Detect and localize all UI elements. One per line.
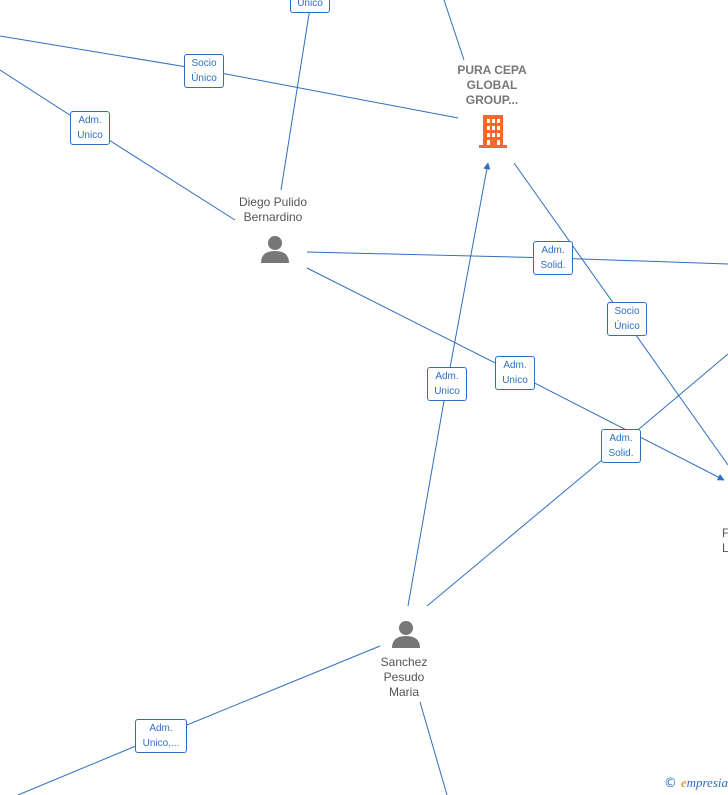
brand-initial: e <box>680 775 687 790</box>
company-node-label[interactable]: PURA CEPA GLOBAL GROUP... <box>457 63 527 107</box>
edge-top-unico <box>280 7 311 191</box>
edge-label-adm-solid-1: Adm. Solid. <box>533 241 573 275</box>
building-icon <box>479 115 507 148</box>
edge-label-adm-unico-3: Adm. Unico <box>427 367 467 401</box>
empresia-watermark: ©empresia <box>664 775 728 791</box>
edge-sanchez-bottom <box>419 701 448 795</box>
person-icon-diego <box>261 236 289 263</box>
edge-label-top-unico: Unico <box>290 0 330 13</box>
copyright-symbol: © <box>663 776 677 791</box>
edge-adm-unico-4 <box>17 645 381 795</box>
edge-label-socio-unico-2: Socio Único <box>607 302 647 336</box>
edge-top-company <box>443 0 465 61</box>
brand-name: mpresia <box>686 775 728 790</box>
edge-adm-solid-1 <box>306 251 728 265</box>
edge-label-socio-unico-1: Socio Único <box>184 54 224 88</box>
edge-adm-unico-1 <box>0 69 236 221</box>
edge-label-adm-solid-2: Adm. Solid. <box>601 429 641 463</box>
edge-label-adm-unico-1: Adm. Unico <box>70 111 110 145</box>
sanchez-node-label[interactable]: Sanchez Pesudo Maria <box>380 655 428 699</box>
partial-node-label[interactable]: F L <box>722 526 728 555</box>
edge-label-adm-unico-4: Adm. Unico,... <box>135 719 187 753</box>
edge-adm-solid-2 <box>426 353 728 607</box>
edge-label-adm-unico-2: Adm. Unico <box>495 356 535 390</box>
diego-node-label[interactable]: Diego Pulido Bernardino <box>238 195 308 224</box>
person-icon-sanchez <box>392 621 420 648</box>
edge-socio-unico-1 <box>0 35 459 119</box>
